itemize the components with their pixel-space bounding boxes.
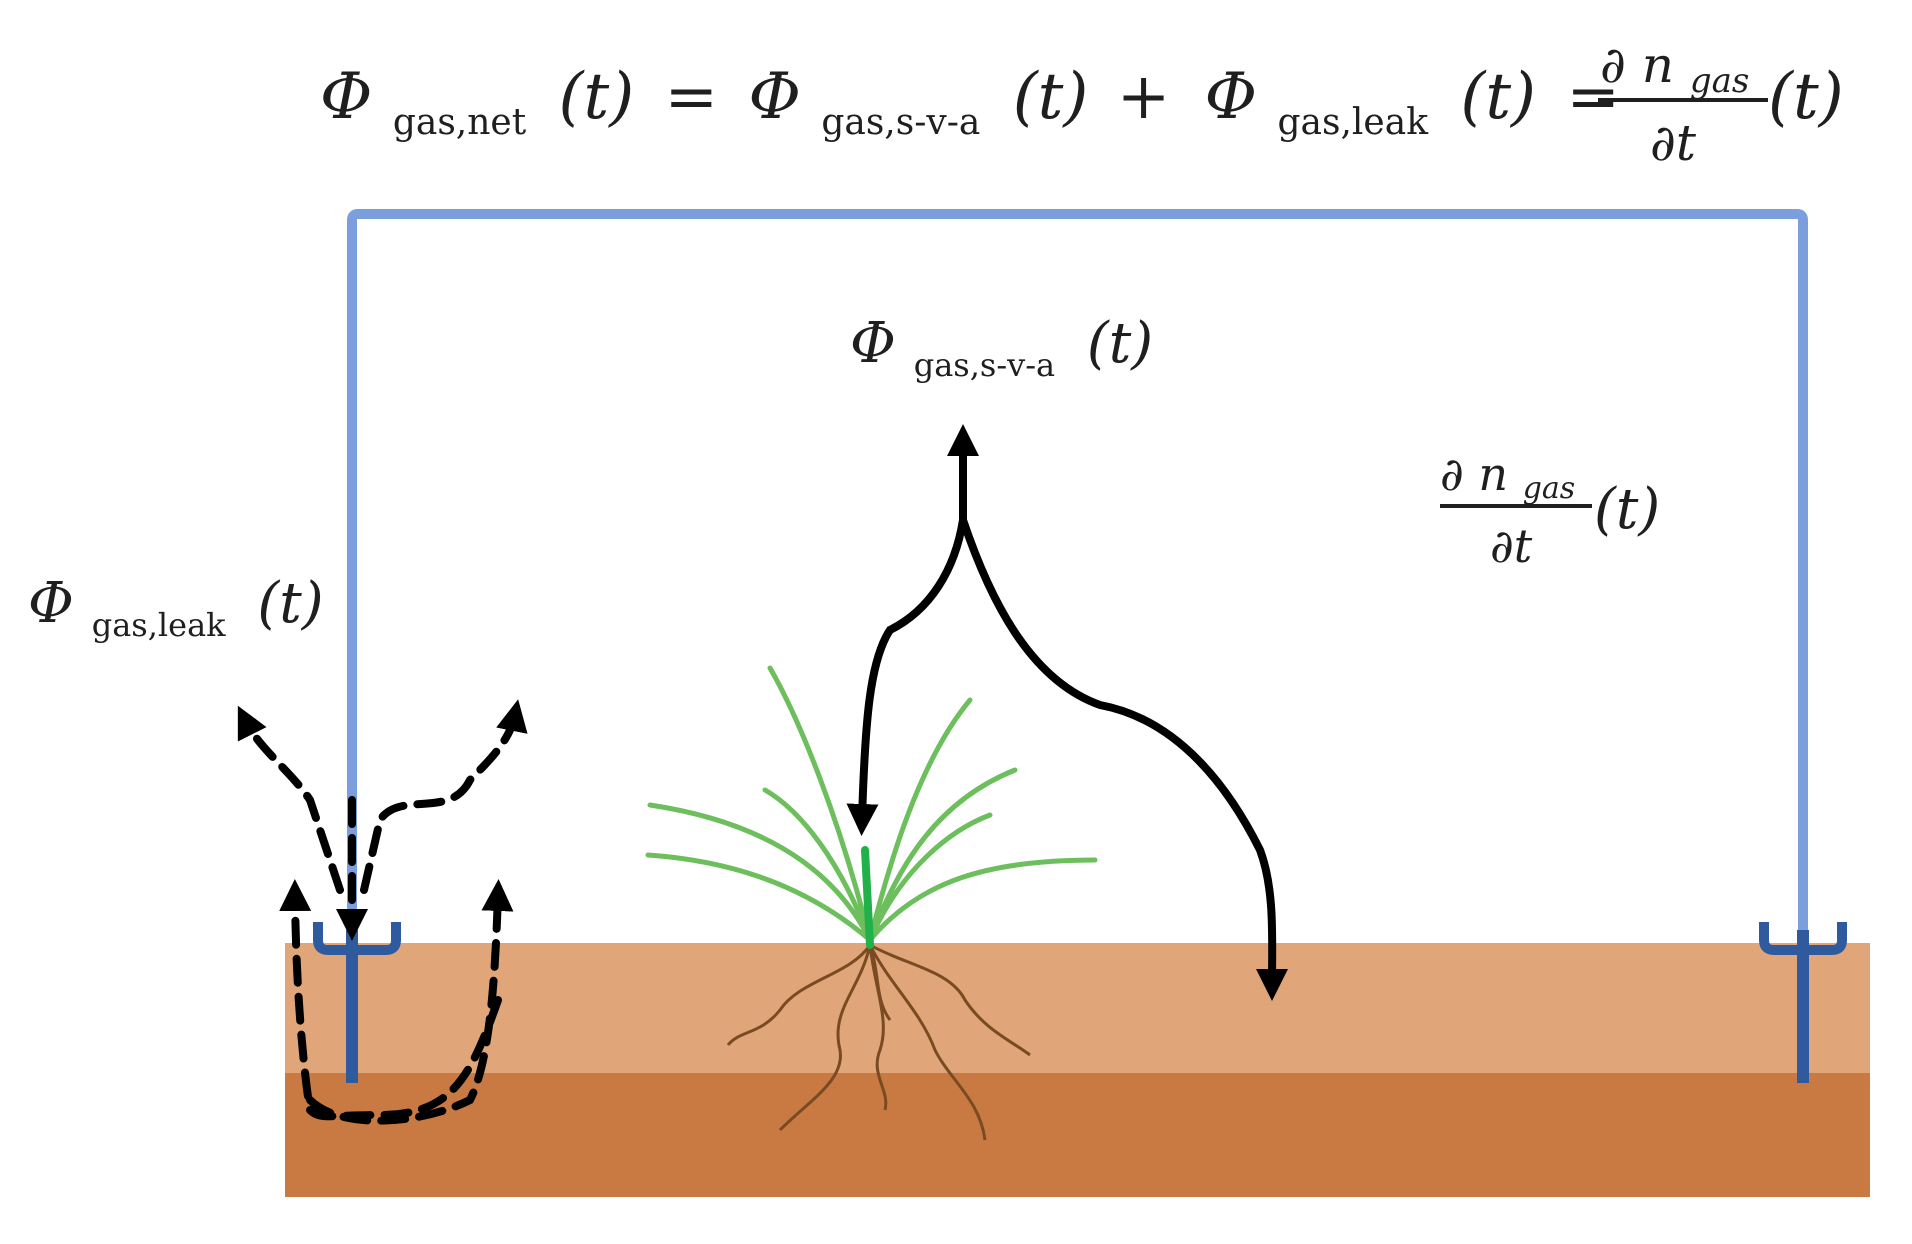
storage-label-partial-numerator: ∂ — [1440, 447, 1464, 501]
svg-text:Φ gas,s-v-a (t): Φ gas,s-v-a (t) — [850, 311, 1153, 390]
leak-label-subscript: gas,leak — [92, 606, 226, 644]
equation-partial-denominator: ∂t — [1650, 114, 1697, 172]
leak-arrow-underground-loop — [279, 879, 502, 1121]
equation-final-argument: (t) — [1768, 60, 1844, 134]
equation-equals-1: = — [665, 60, 719, 134]
plant-roots — [726, 943, 1031, 1141]
equation-net-argument: (t) — [559, 60, 635, 134]
sva-label-phi: Φ — [850, 311, 896, 376]
equation-leak-argument: (t) — [1460, 60, 1536, 134]
equation-phi-sva: Φ — [749, 60, 801, 134]
soil-bottom-layer — [285, 1073, 1870, 1197]
leak-flux-arrows — [237, 699, 528, 1125]
plant — [645, 665, 1098, 949]
equation-equals-2: = — [1566, 60, 1620, 134]
svg-text:∂ n gas: ∂ n gas — [1600, 36, 1749, 101]
leak-arrow-up-right — [360, 699, 528, 894]
leak-label-phi: Φ — [28, 571, 74, 636]
equation-n: n — [1642, 36, 1674, 94]
equation-partial-numerator: ∂ — [1600, 36, 1626, 94]
equation-plus: + — [1117, 60, 1171, 134]
flux-to-soil-arrow — [959, 516, 1289, 1001]
storage-label-partial-denominator: ∂t — [1490, 519, 1533, 573]
soil-top-layer — [285, 943, 1870, 1073]
equation-sva-argument: (t) — [1013, 60, 1089, 134]
sva-flux-label: Φ gas,s-v-a (t) — [850, 311, 1153, 390]
equation-sva-subscript: gas,s-v-a — [821, 102, 980, 143]
flux-to-plant-arrow — [846, 516, 967, 836]
leak-arrow-underground-return — [306, 879, 514, 1125]
storage-label-argument: (t) — [1594, 477, 1660, 542]
storage-label-n-subscript: gas — [1523, 471, 1576, 506]
right-chamber-collar — [1759, 922, 1847, 1083]
equation-phi-leak: Φ — [1205, 60, 1257, 134]
sva-label-argument: (t) — [1087, 311, 1153, 376]
equation-net-subscript: gas,net — [393, 102, 527, 143]
leak-flux-label: Φ gas,leak (t) — [28, 571, 324, 650]
equation-leak-subscript: gas,leak — [1277, 102, 1429, 143]
storage-label-n: n — [1478, 447, 1508, 501]
left-chamber-collar — [313, 922, 401, 1083]
svg-text:∂ n gas: ∂ n gas — [1440, 447, 1575, 506]
storage-change-label: ∂ n gas ∂t (t) — [1440, 447, 1660, 573]
svg-text:Φ gas,leak (t): Φ gas,leak (t) — [28, 571, 324, 650]
plant-leaves — [645, 665, 1098, 943]
equation-phi-net: Φ — [320, 60, 372, 134]
leak-label-argument: (t) — [257, 571, 323, 636]
plant-stem — [861, 846, 874, 949]
sva-flux-arrows — [846, 424, 1289, 1001]
svg-text:Φ gas,net (t): Φ gas,net (t) = Φ gas,s-v-a (t) + Φ gas,… — [320, 60, 1620, 150]
chamber-outline — [347, 209, 1808, 935]
sva-label-subscript: gas,s-v-a — [914, 346, 1055, 384]
equation-n-subscript: gas — [1690, 61, 1749, 101]
leak-arrow-up-left — [237, 705, 344, 894]
main-equation: Φ gas,net (t) = Φ gas,s-v-a (t) + Φ gas,… — [320, 36, 1844, 172]
